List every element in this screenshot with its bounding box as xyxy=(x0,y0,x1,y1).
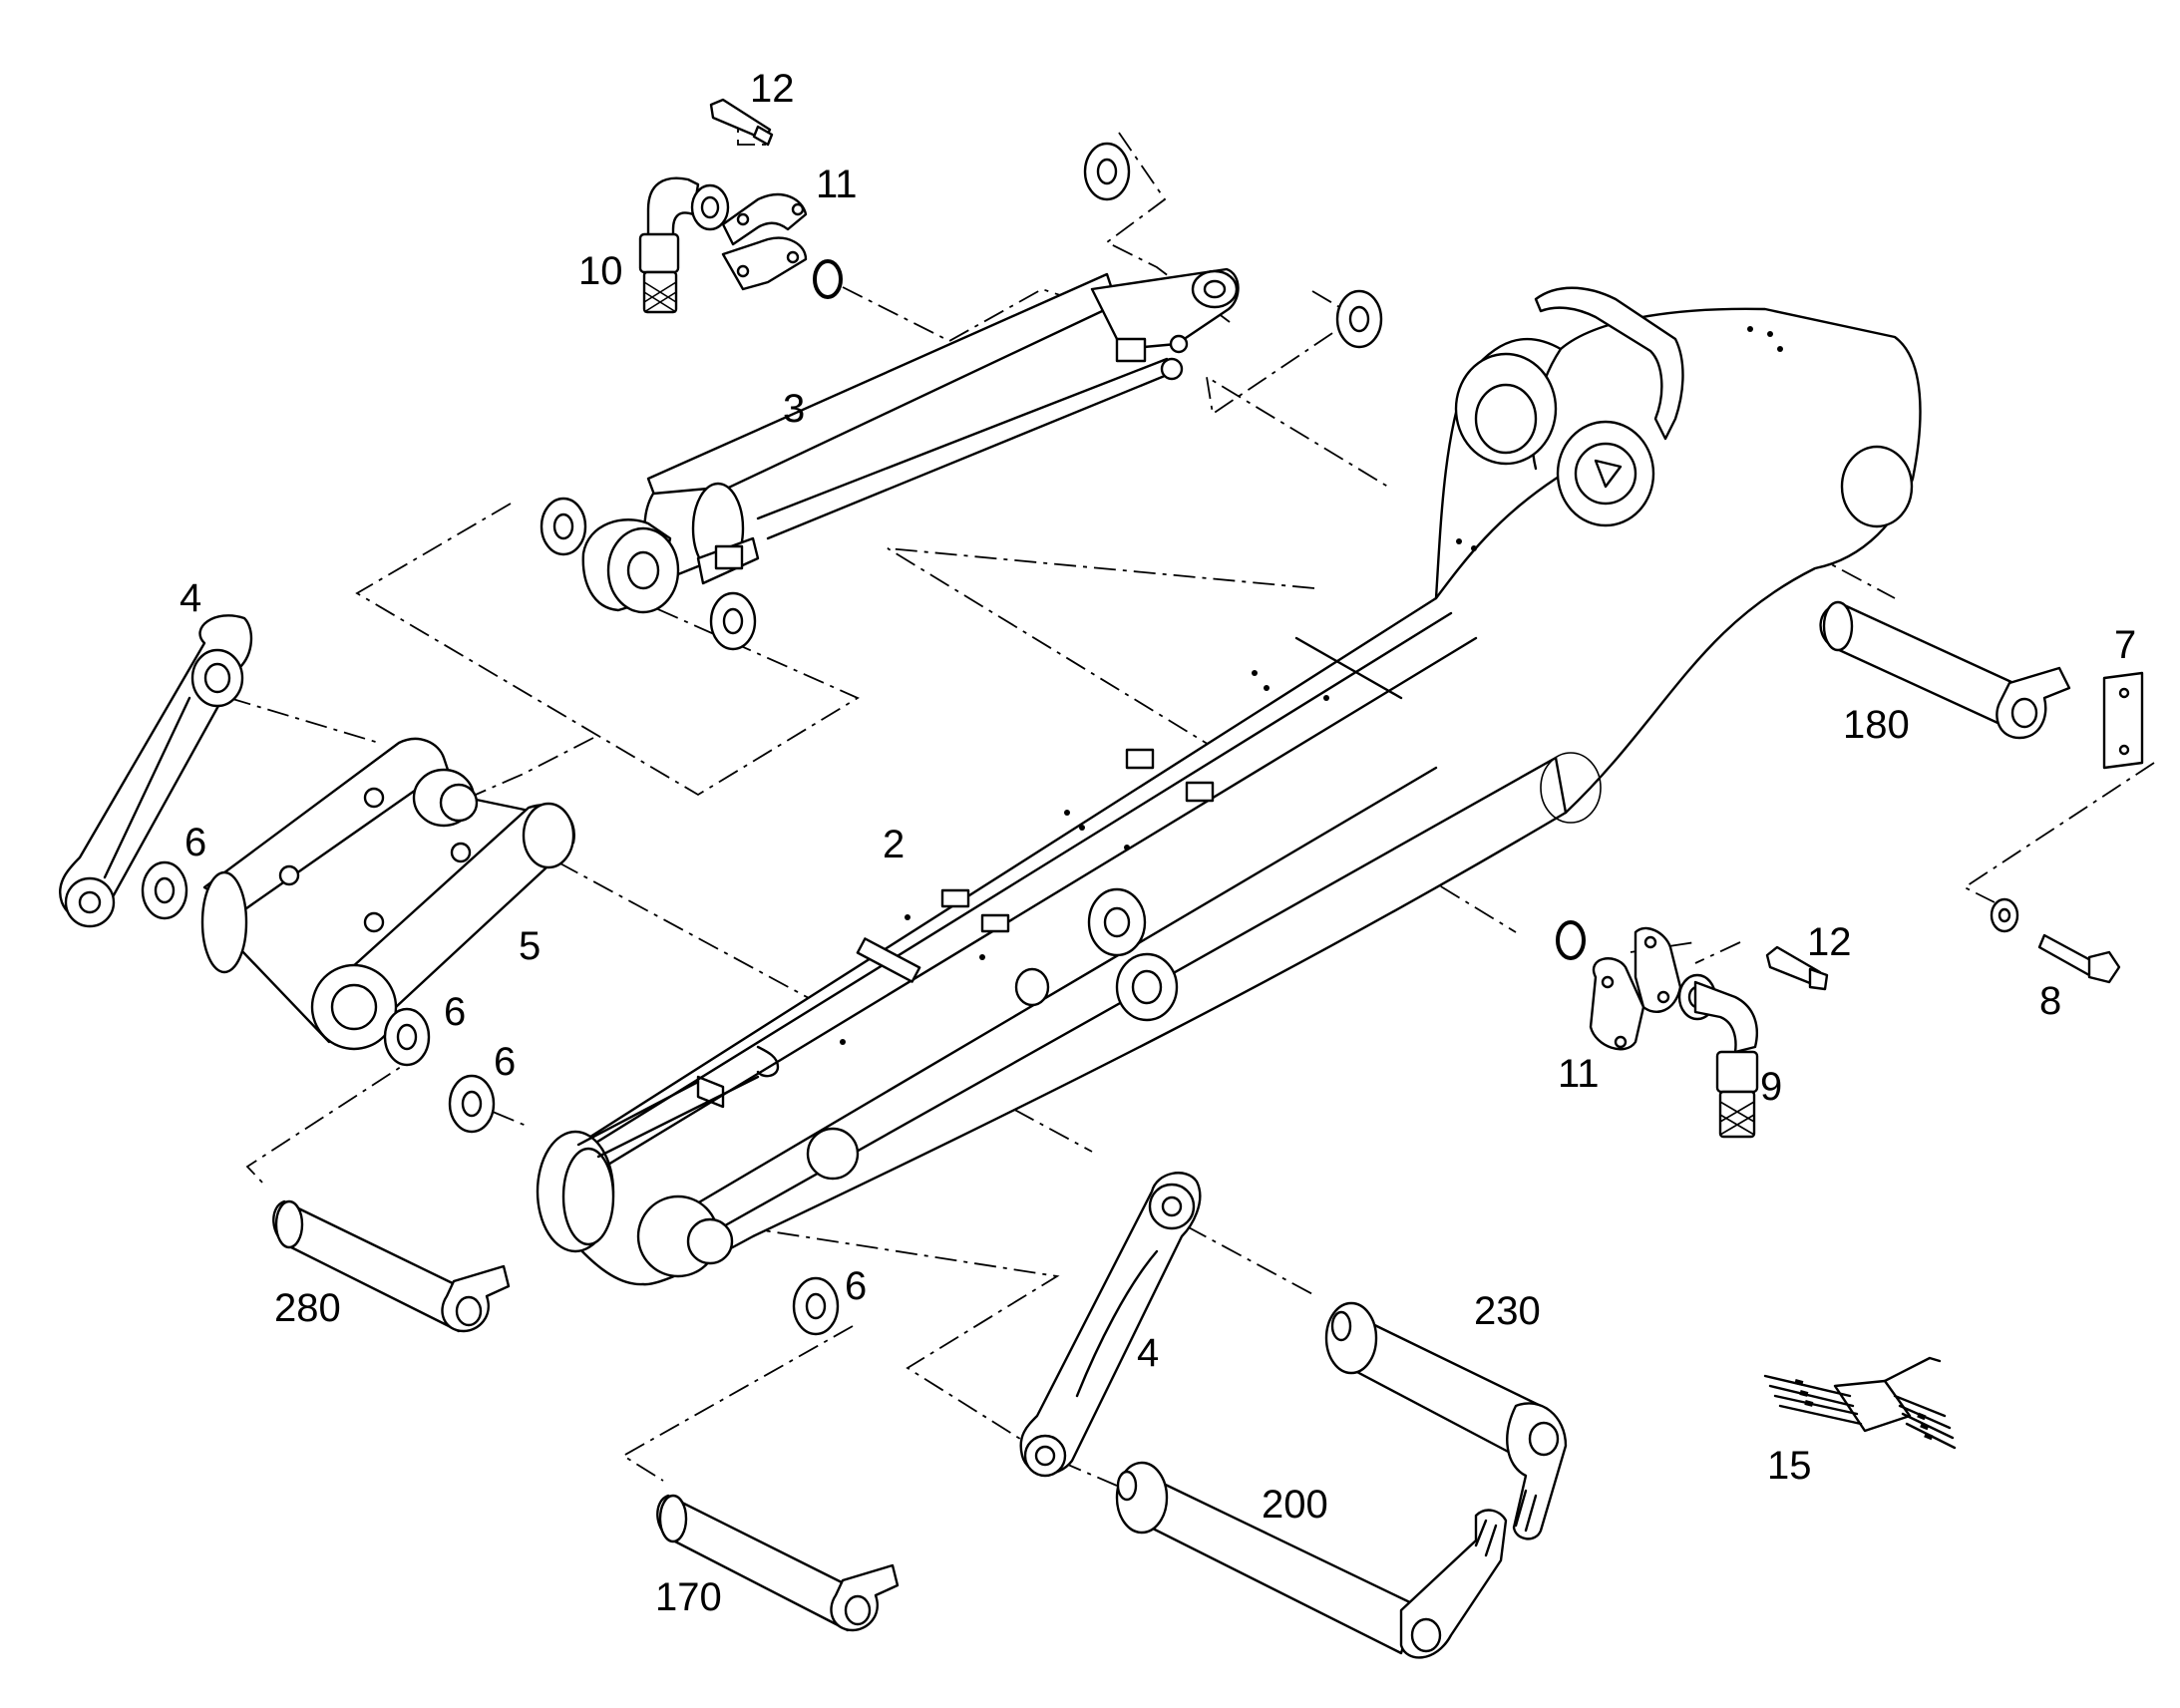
bolt-8 xyxy=(1990,897,2121,984)
label-11-right: 11 xyxy=(1558,1052,1600,1096)
pin-280 xyxy=(272,1199,511,1333)
label-5: 5 xyxy=(519,924,541,968)
label-12-right: 12 xyxy=(1807,920,1852,964)
plate-7 xyxy=(2102,671,2144,770)
cylinder-eye xyxy=(581,518,680,614)
label-4-left: 4 xyxy=(180,576,201,620)
clamp-halves-right xyxy=(1589,926,1682,1051)
label-230: 230 xyxy=(1474,1289,1541,1333)
label-180: 180 xyxy=(1843,703,1910,747)
o-ring-right xyxy=(1556,920,1586,960)
leader-lines xyxy=(228,129,2155,1487)
pin-170 xyxy=(656,1494,900,1632)
label-8: 8 xyxy=(2039,979,2061,1023)
link-bottom xyxy=(1019,1172,1202,1478)
callout-labels: 12 11 10 3 4 6 5 6 6 2 280 6 4 170 230 2… xyxy=(180,67,2136,1619)
bolt-right xyxy=(1765,945,1829,991)
pin-200 xyxy=(1115,1461,1508,1659)
link-left xyxy=(59,614,253,928)
label-280: 280 xyxy=(274,1286,341,1330)
hose-fitting-right xyxy=(1677,973,1759,1139)
label-200: 200 xyxy=(1262,1483,1328,1527)
clamp-halves-top xyxy=(721,193,808,291)
bolt-top xyxy=(709,98,774,147)
label-3: 3 xyxy=(783,387,805,431)
link-frame xyxy=(200,737,575,1051)
hose-fitting-top xyxy=(638,176,730,314)
label-6-b: 6 xyxy=(444,990,466,1034)
boom-arm xyxy=(536,286,1922,1286)
label-9: 9 xyxy=(1760,1065,1782,1109)
label-2: 2 xyxy=(883,823,905,866)
label-6-c: 6 xyxy=(494,1040,516,1084)
pin-180 xyxy=(1819,600,2071,740)
label-11-top: 11 xyxy=(816,163,858,206)
label-6-d: 6 xyxy=(845,1264,867,1308)
washers-cylinder xyxy=(540,142,1383,651)
label-4-bottom: 4 xyxy=(1137,1331,1159,1375)
connector-15 xyxy=(1763,1356,1957,1450)
label-7: 7 xyxy=(2114,623,2136,667)
o-ring-top xyxy=(813,259,843,299)
label-6-a: 6 xyxy=(184,821,206,864)
label-170: 170 xyxy=(655,1575,722,1619)
hydraulic-cylinder xyxy=(643,267,1240,585)
label-15: 15 xyxy=(1767,1444,1812,1488)
boom-bolt-holes xyxy=(840,326,1783,1045)
label-12-top: 12 xyxy=(750,67,795,111)
washers-6 xyxy=(141,860,840,1336)
label-10: 10 xyxy=(578,249,623,293)
pin-230 xyxy=(1324,1301,1568,1540)
